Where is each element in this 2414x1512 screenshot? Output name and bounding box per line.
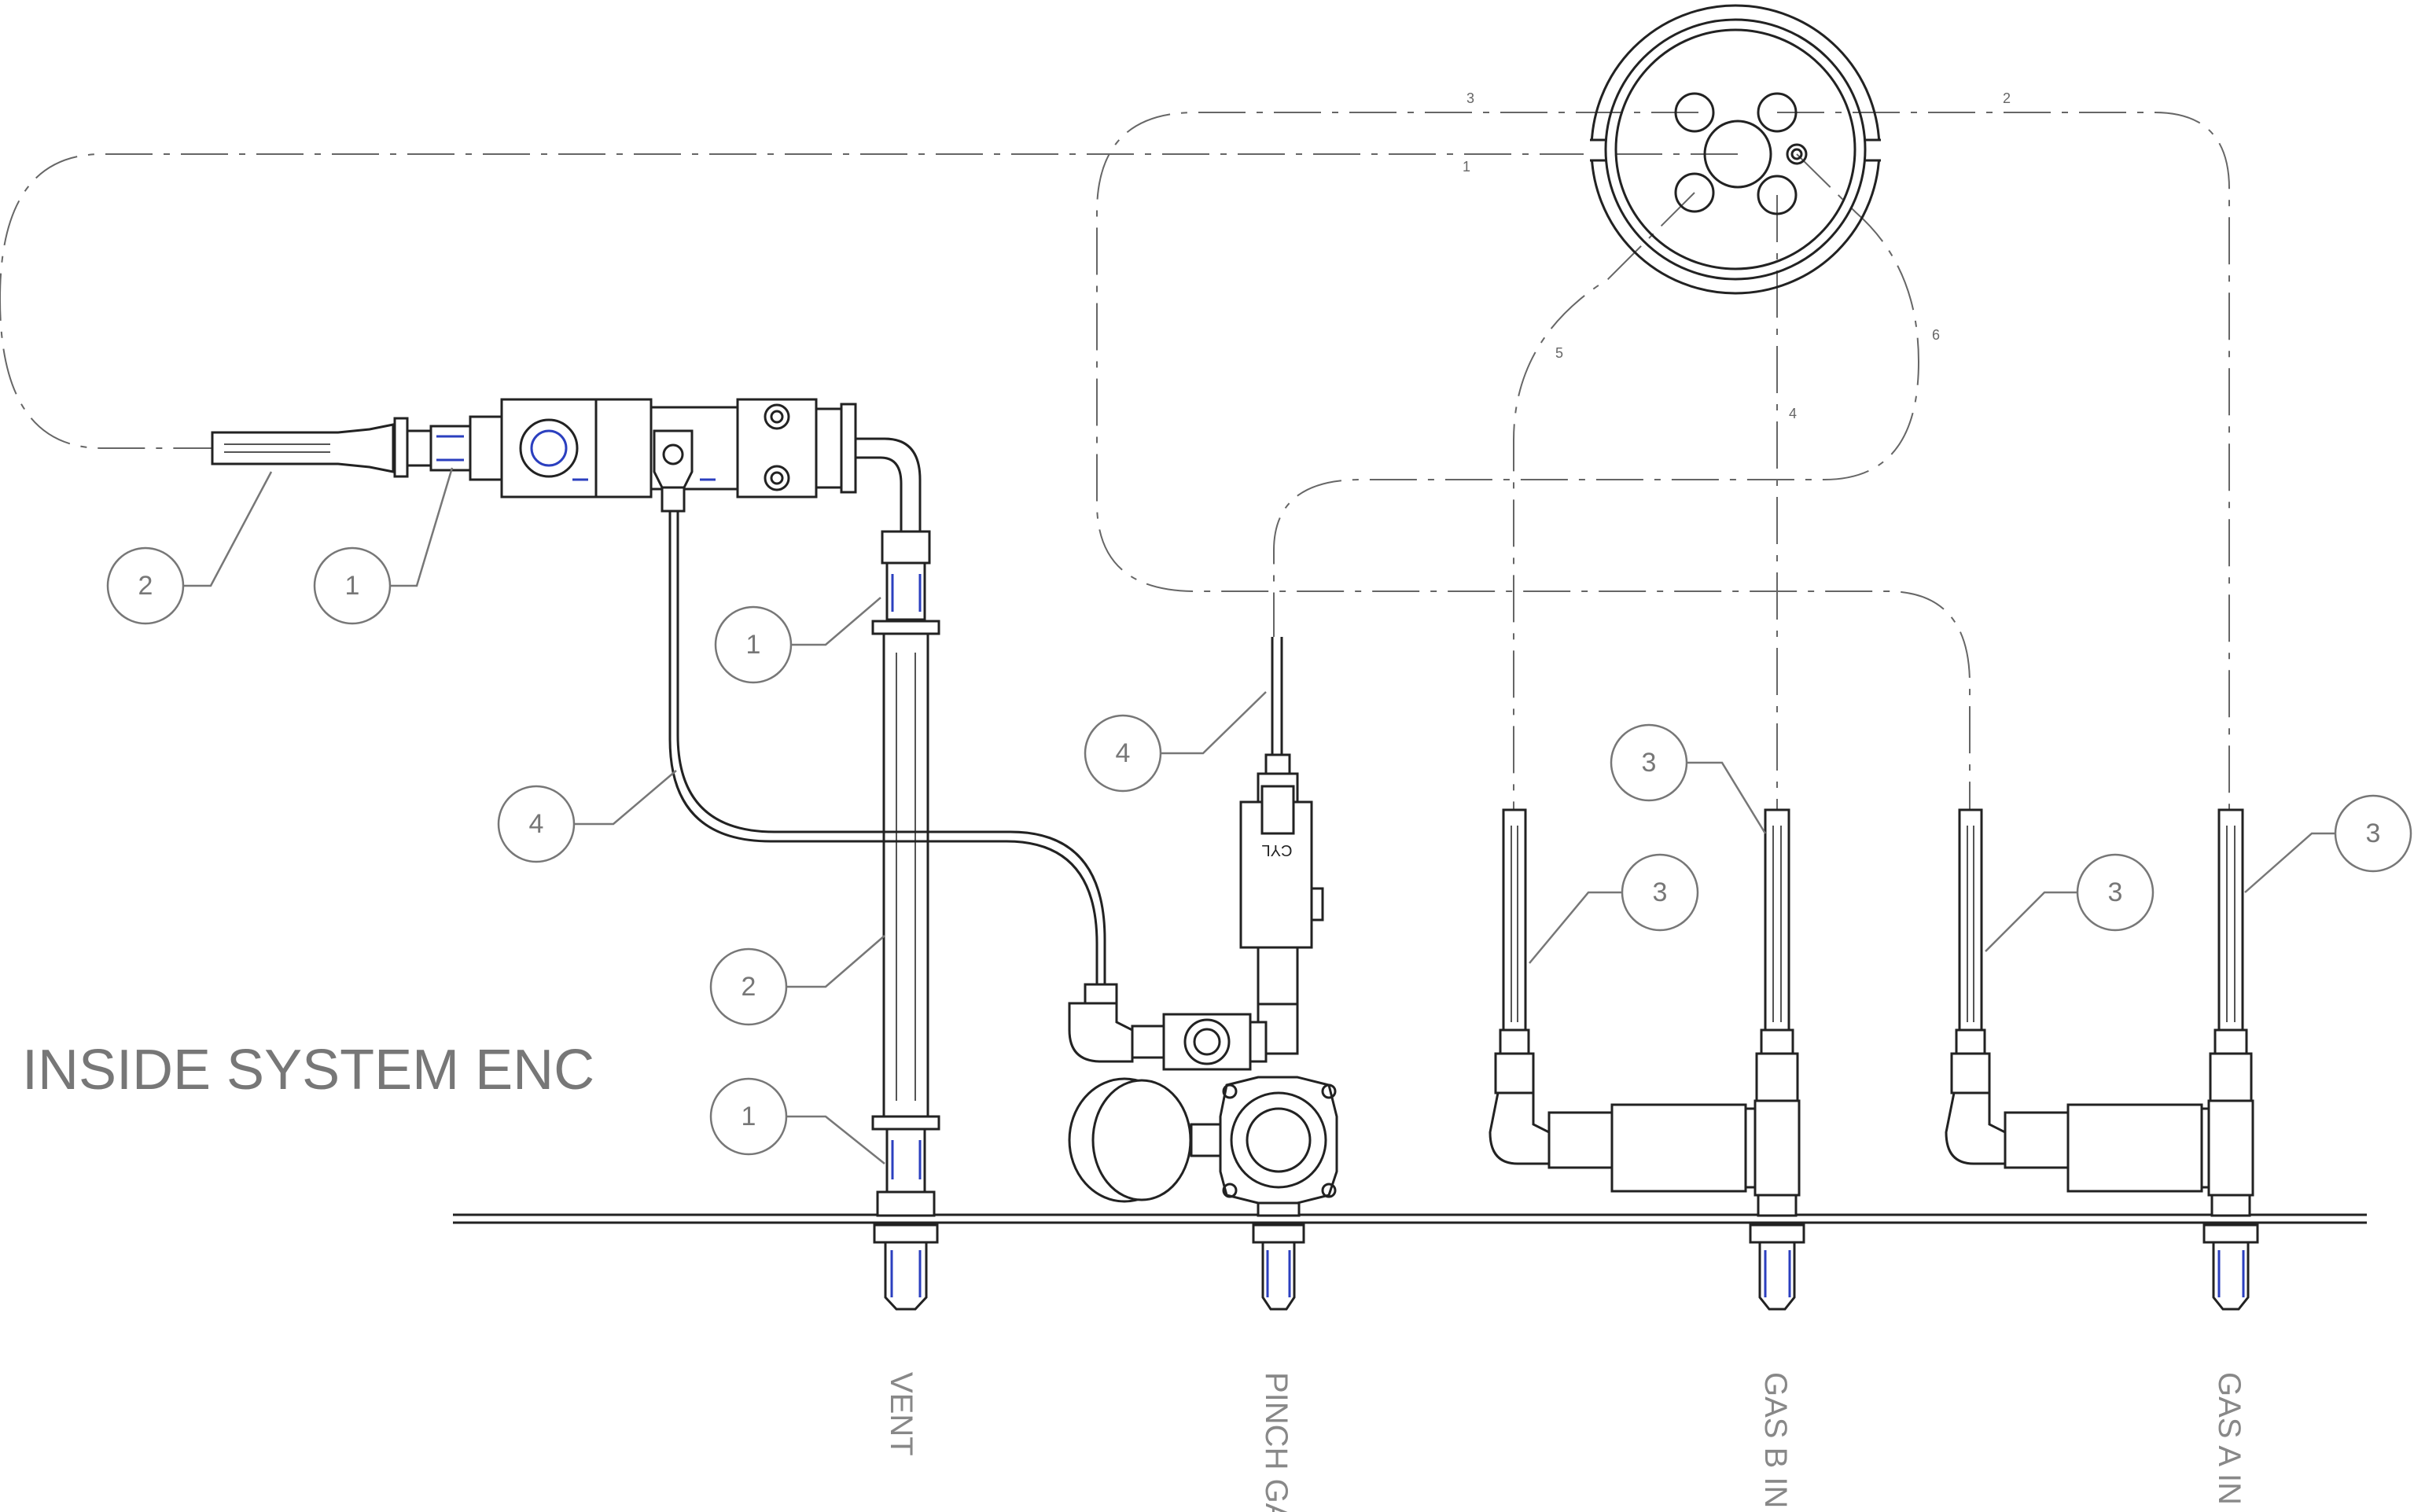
routing-lines bbox=[0, 112, 2230, 810]
fitting-marking: CYL bbox=[1262, 841, 1293, 859]
port-label-pinch-gas: PINCH GAS bbox=[1259, 1372, 1293, 1512]
callout-balloons: 2 1 1 4 2 1 4 3 bbox=[106, 467, 2412, 1164]
base-plate bbox=[453, 1213, 2367, 1224]
valve-manifold bbox=[469, 398, 857, 513]
port-labels: VENT PINCH GAS GAS B IN GAS A IN bbox=[884, 1372, 2247, 1512]
svg-text:4: 4 bbox=[1116, 738, 1131, 768]
balloon-pinch-gas-tube: 4 bbox=[1084, 691, 1267, 793]
circular-connector bbox=[1584, 4, 1887, 295]
svg-text:2: 2 bbox=[741, 972, 756, 1002]
vent-tube-assembly bbox=[856, 437, 940, 1311]
balloon-gas-a-left-tube: 3 bbox=[1985, 853, 2155, 952]
svg-text:3: 3 bbox=[2366, 819, 2381, 848]
svg-text:3: 3 bbox=[2108, 877, 2123, 907]
routing-number-1: 1 bbox=[1463, 159, 1470, 175]
routing-number-2: 2 bbox=[2003, 90, 2011, 106]
balloon-vent-tube: 2 bbox=[709, 935, 885, 1026]
balloon-gas-b-right-tube: 3 bbox=[1610, 723, 1767, 834]
balloon-gas-b-left-tube: 3 bbox=[1529, 853, 1699, 964]
balloon-left-fitting: 1 bbox=[313, 467, 454, 625]
port-label-vent: VENT bbox=[884, 1372, 918, 1456]
routing-pin-numbers: 1 2 3 4 5 6 bbox=[1463, 90, 2011, 421]
routing-number-4: 4 bbox=[1789, 406, 1797, 421]
svg-text:1: 1 bbox=[345, 571, 360, 601]
left-tube-assembly bbox=[211, 417, 472, 478]
svg-text:1: 1 bbox=[741, 1102, 756, 1131]
port-label-gas-a-in: GAS A IN bbox=[2212, 1372, 2247, 1505]
port-label-gas-b-in: GAS B IN bbox=[1758, 1372, 1793, 1508]
routing-number-6: 6 bbox=[1932, 327, 1940, 343]
enclosure-label: INSIDE SYSTEM ENC bbox=[22, 1039, 594, 1102]
svg-text:2: 2 bbox=[138, 571, 153, 601]
pinch-gas-assembly: CYL bbox=[1068, 637, 1338, 1311]
balloon-gas-a-right-tube: 3 bbox=[2244, 794, 2412, 893]
gas-a-assembly bbox=[1945, 808, 2259, 1311]
gas-b-assembly bbox=[1489, 808, 1805, 1311]
balloon-left-tube: 2 bbox=[106, 471, 273, 625]
svg-text:1: 1 bbox=[746, 630, 761, 660]
routing-number-5: 5 bbox=[1555, 345, 1563, 361]
svg-text:4: 4 bbox=[529, 809, 544, 839]
routing-number-3: 3 bbox=[1466, 90, 1474, 106]
balloon-vent-bottom-fitting: 1 bbox=[709, 1077, 885, 1164]
svg-text:3: 3 bbox=[1653, 877, 1668, 907]
balloon-small-tube-left: 4 bbox=[497, 770, 677, 863]
balloon-vent-top-fitting: 1 bbox=[714, 597, 881, 684]
pinch-gas-small-tube bbox=[668, 511, 1106, 984]
svg-text:3: 3 bbox=[1642, 748, 1657, 778]
